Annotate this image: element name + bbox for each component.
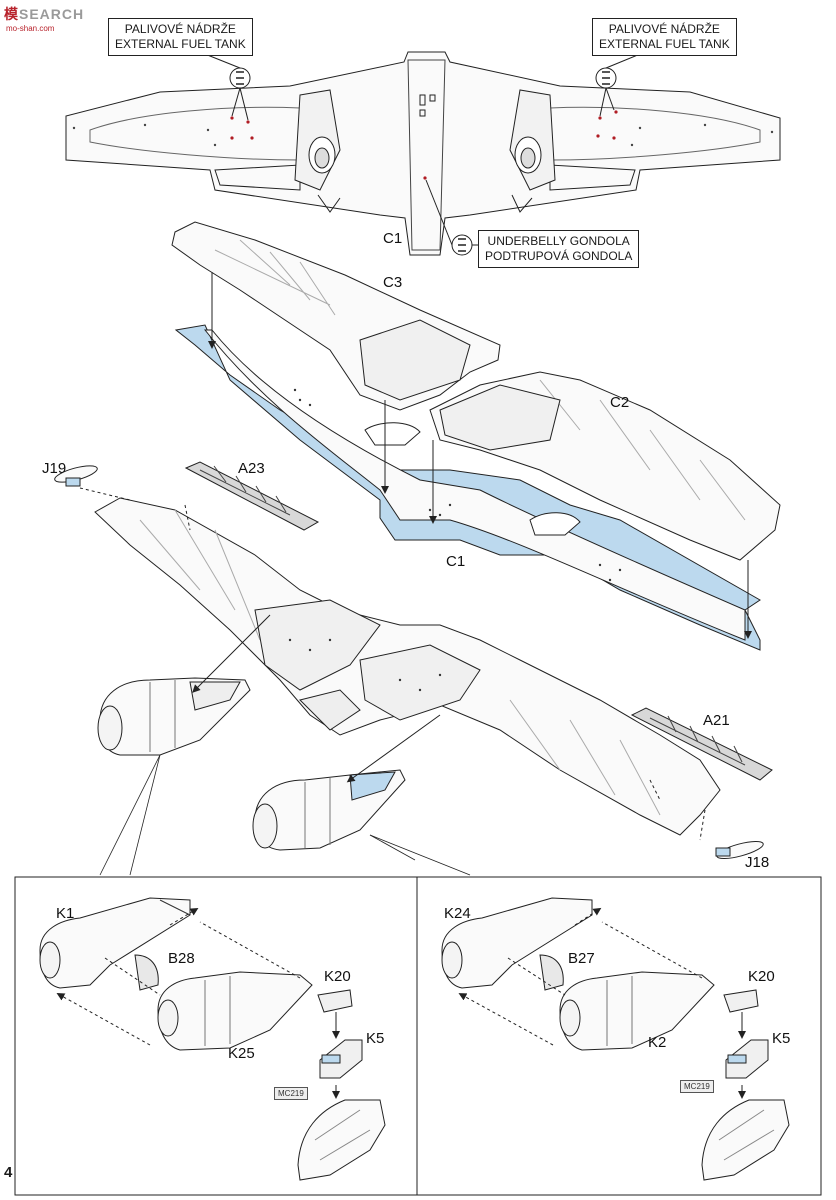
part-a23-flap [184,461,320,531]
callout-gondola: UNDERBELLY GONDOLA PODTRUPOVÁ GONDOLA [478,230,640,268]
part-j19 [54,465,98,487]
leader-lines-top [199,51,646,246]
detail-frame-right [416,876,822,1196]
detail-left-parts [39,897,386,1181]
lower-wing-c1-mid [174,324,761,651]
callout-fuel-tank-right-cz: PALIVOVÉ NÁDRŽE [608,22,720,36]
instruction-icon-left [229,67,251,89]
lower-wing-c1-top-view [65,51,781,256]
page-number: 4 [4,1164,13,1181]
part-j18 [715,841,764,859]
label-j18: J18 [745,854,770,871]
label-k5-right: K5 [772,1030,791,1047]
callout-fuel-tank-right: PALIVOVÉ NÁDRŽE EXTERNAL FUEL TANK [592,18,737,56]
decal-tag-left: MC219 [274,1087,308,1100]
assembly-arrows-mid [208,272,752,639]
label-a23: A23 [238,460,265,477]
detail-right-arrows [458,907,746,1099]
callout-gondola-cz: PODTRUPOVÁ GONDOLA [485,249,633,263]
label-j19: J19 [42,460,67,477]
decal-tag-right: MC219 [680,1080,714,1093]
callout-fuel-tank-left-en: EXTERNAL FUEL TANK [115,37,246,51]
label-k2: K2 [648,1034,667,1051]
label-b28: B28 [168,950,195,967]
instruction-icon-right [595,67,617,89]
label-c1-mid: C1 [446,553,466,570]
label-c2: C2 [610,394,630,411]
nacelle-left [97,677,251,756]
part-a21-flap [630,707,773,781]
label-b27: B27 [568,950,595,967]
wing-assembly-lower [94,497,721,836]
label-k20-right: K20 [748,968,775,985]
label-k25: K25 [228,1045,255,1062]
detail-leader-lines [99,754,471,876]
detail-left-arrows [56,907,340,1099]
watermark-red-text: 模 [4,6,19,22]
label-k1: K1 [56,905,75,922]
callout-fuel-tank-left-cz: PALIVOVÉ NÁDRŽE [124,22,236,36]
watermark-gray-text: SEARCH [19,6,85,22]
watermark-logo: 模SEARCH [4,4,84,24]
assembly-arrows-lower [79,487,706,841]
label-k5-left: K5 [366,1030,385,1047]
upper-wing-c3 [171,221,501,411]
watermark-sub-text: mo-shan.com [6,24,55,33]
label-c1-top: C1 [383,230,403,247]
label-a21: A21 [703,712,730,729]
detail-right-parts [441,897,790,1181]
instruction-icon-gondola [451,234,473,256]
callout-gondola-en: UNDERBELLY GONDOLA [487,234,630,248]
nacelle-right [252,769,406,851]
label-k24: K24 [444,905,471,922]
callout-fuel-tank-right-en: EXTERNAL FUEL TANK [599,37,730,51]
callout-fuel-tank-left: PALIVOVÉ NÁDRŽE EXTERNAL FUEL TANK [108,18,253,56]
label-k20-left: K20 [324,968,351,985]
label-c3: C3 [383,274,403,291]
upper-wing-c2 [429,371,781,561]
